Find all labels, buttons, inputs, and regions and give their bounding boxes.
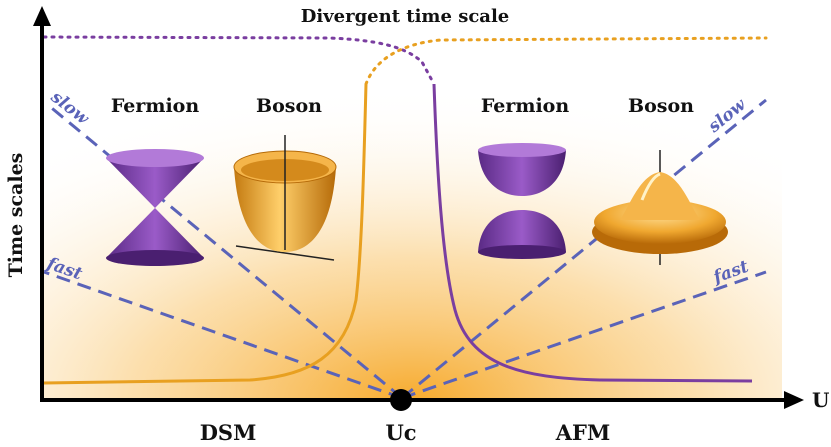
right-boson-label: Boson xyxy=(628,95,694,117)
x-axis-label: U xyxy=(812,388,829,412)
x-axis-arrow xyxy=(784,391,804,409)
left-fermion-label: Fermion xyxy=(111,95,200,117)
orange-solid-curve xyxy=(43,83,368,385)
critical-point-marker xyxy=(390,389,412,411)
region-label-uc: Uc xyxy=(385,420,416,445)
right-slow-line xyxy=(401,98,767,400)
gapped-bands-icon xyxy=(478,143,566,259)
mexican-hat-potential-icon xyxy=(592,150,728,265)
purple-solid-curve xyxy=(432,83,753,383)
region-label-afm: AFM xyxy=(555,420,610,445)
right-fast-line xyxy=(401,270,767,400)
axes xyxy=(33,6,804,409)
region-label-dsm: DSM xyxy=(200,420,257,445)
left-fast-line xyxy=(43,270,403,400)
time-scale-lines xyxy=(43,98,767,400)
right-fermion-label: Fermion xyxy=(481,95,570,117)
purple-dotted-curve xyxy=(42,35,436,86)
parabolic-bowl-icon xyxy=(233,135,337,261)
y-axis-arrow xyxy=(33,6,51,26)
left-slow-line xyxy=(47,103,403,400)
orange-dotted-curve xyxy=(364,36,768,86)
left-boson-label: Boson xyxy=(256,95,322,117)
dirac-cone-icon xyxy=(106,149,204,266)
y-axis-label: Time scales xyxy=(5,153,27,278)
diagram-title: Divergent time scale xyxy=(301,6,510,27)
